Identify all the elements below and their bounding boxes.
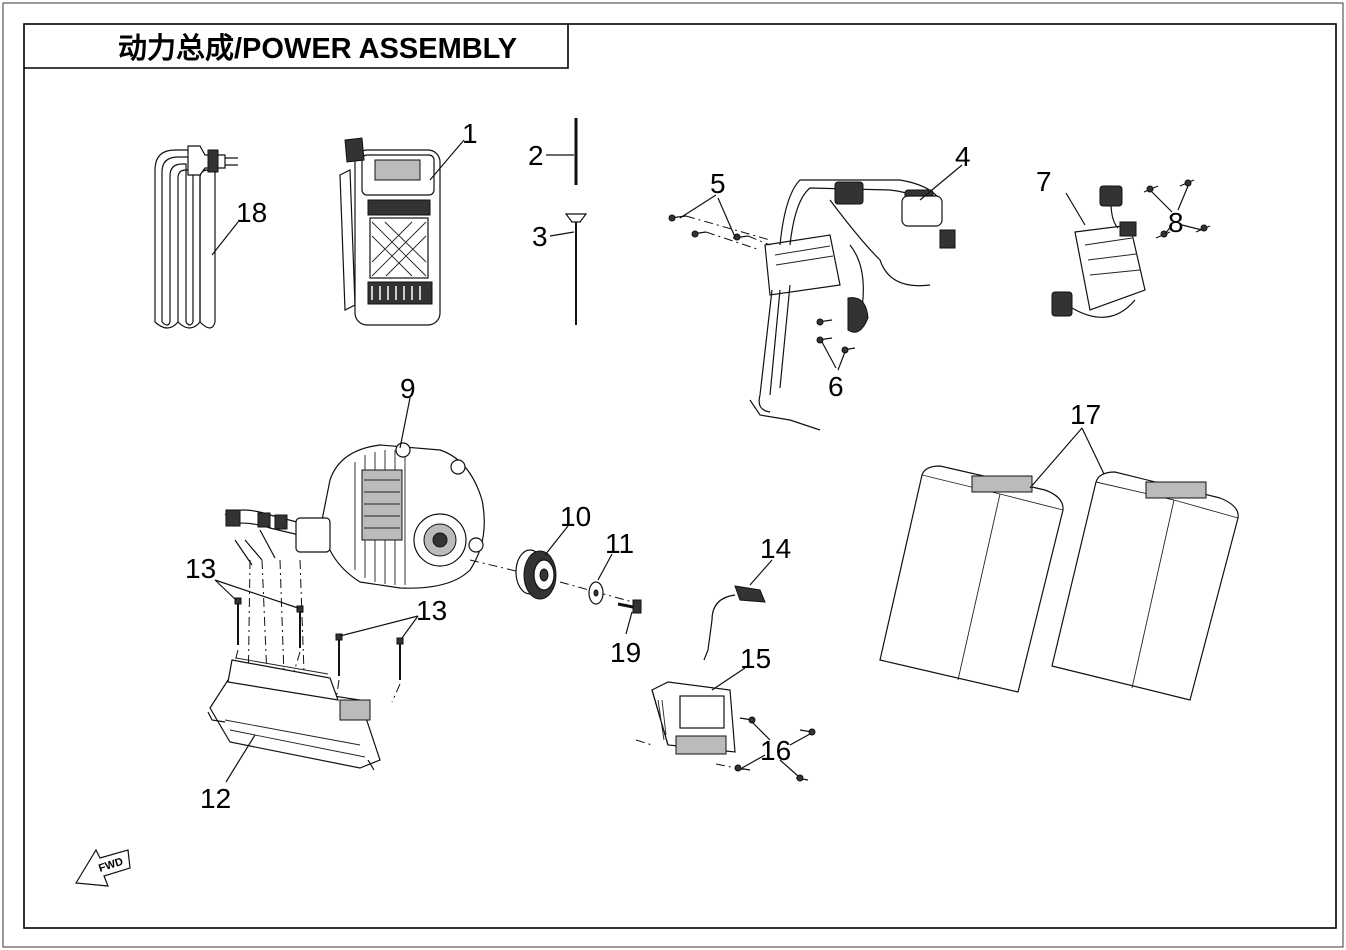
leader-8 <box>1151 185 1203 235</box>
callout-2: 2 <box>528 140 544 171</box>
leader-10 <box>544 525 569 556</box>
leader-7 <box>1065 192 1086 226</box>
callout-15: 15 <box>740 643 771 674</box>
page-title: 动力总成/POWER ASSEMBLY <box>118 32 517 65</box>
leader-14 <box>749 559 773 586</box>
callout-9: 9 <box>400 373 416 404</box>
leader-4 <box>919 164 963 201</box>
leader-11 <box>597 553 613 581</box>
callout-1: 1 <box>462 118 478 149</box>
leader-17 <box>1029 427 1105 489</box>
part-12-inverter <box>207 657 381 771</box>
part-7-control-module <box>1051 185 1146 318</box>
callout-14: 14 <box>760 533 791 564</box>
callout-7: 7 <box>1036 166 1052 197</box>
leader-13b <box>339 615 419 639</box>
leader-18 <box>211 221 239 256</box>
part-4-wire-harness <box>749 179 956 431</box>
leader-13a <box>214 579 299 609</box>
leader-9 <box>399 397 411 449</box>
leader-6 <box>821 341 846 371</box>
part-11-washer <box>588 581 604 605</box>
callout-13-left: 13 <box>185 553 216 584</box>
callout-6: 6 <box>828 371 844 402</box>
drawing-frame <box>23 23 1337 929</box>
part-15-charger <box>635 681 747 771</box>
part-13-bolts <box>234 597 404 680</box>
part-3-dipstick <box>564 213 588 325</box>
fwd-arrow-icon: FWD <box>74 848 131 887</box>
part-17-battery-right <box>1051 471 1239 701</box>
leader-16 <box>741 721 811 777</box>
callout-8: 8 <box>1168 207 1184 238</box>
callout-17: 17 <box>1070 399 1101 430</box>
part-14-sensor <box>703 585 766 661</box>
part-9-electric-motor <box>224 442 485 589</box>
leader-12 <box>225 734 256 783</box>
callout-19: 19 <box>610 637 641 668</box>
part-1-coolant-unit <box>339 137 441 326</box>
callout-11: 11 <box>605 528 634 559</box>
callout-18: 18 <box>236 197 267 228</box>
cable-centerlines <box>247 559 306 706</box>
callout-12: 12 <box>200 783 231 814</box>
leader-1 <box>429 139 465 181</box>
leader-15 <box>711 667 746 691</box>
callout-10: 10 <box>560 501 591 532</box>
part-17-battery-left <box>879 465 1064 693</box>
leader-5 <box>679 194 736 238</box>
part-5-bolts <box>668 214 771 251</box>
callout-5: 5 <box>710 168 726 199</box>
callout-13-right: 13 <box>416 595 447 626</box>
part-10-pulley <box>515 549 557 600</box>
title-box <box>24 24 569 69</box>
part-18-tube-assembly <box>154 145 238 329</box>
part-16-bolts <box>734 716 816 782</box>
callout-3: 3 <box>532 221 548 252</box>
callout-4: 4 <box>955 141 971 172</box>
callout-16: 16 <box>760 735 791 766</box>
leader-19 <box>625 611 633 635</box>
part-19-bolt <box>617 599 642 614</box>
part-6-bolts <box>816 318 856 354</box>
leader-3 <box>549 231 575 237</box>
